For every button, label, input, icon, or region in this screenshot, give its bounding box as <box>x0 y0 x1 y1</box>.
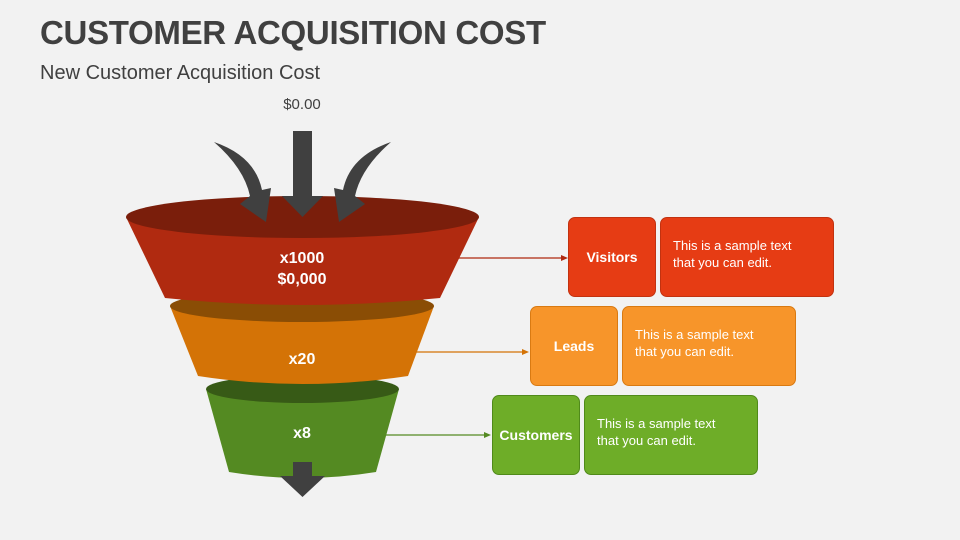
card-leads-label[interactable]: Leads <box>530 306 618 386</box>
description-line: This is a sample text <box>673 238 792 253</box>
description-line: This is a sample text <box>597 416 716 431</box>
card-customers-label[interactable]: Customers <box>492 395 580 475</box>
connector-customers <box>383 432 491 438</box>
stage-customers-multiplier: x8 <box>293 425 311 442</box>
card-leads: Leads This is a sample text that you can … <box>530 306 796 386</box>
description-line: that you can edit. <box>635 344 735 359</box>
description-line: that you can edit. <box>597 433 697 448</box>
input-cost-label: $0.00 <box>283 96 321 113</box>
page-subtitle: New Customer Acquisition Cost <box>40 62 321 84</box>
stage-visitors-values: x1000 $0,000 <box>252 248 352 290</box>
card-visitors-description[interactable]: This is a sample text that you can edit. <box>660 217 834 297</box>
stage-leads-multiplier: x20 <box>288 351 316 368</box>
card-customers-description[interactable]: This is a sample text that you can edit. <box>584 395 758 475</box>
card-customers: Customers This is a sample text that you … <box>492 395 758 475</box>
card-visitors-label[interactable]: Visitors <box>568 217 656 297</box>
stage-visitors-cost: $0,000 <box>277 271 327 288</box>
card-leads-description[interactable]: This is a sample text that you can edit. <box>622 306 796 386</box>
description-line: This is a sample text <box>635 327 754 342</box>
description-line: that you can edit. <box>673 255 773 270</box>
connector-leads <box>414 349 529 355</box>
page-title: CUSTOMER ACQUISITION COST <box>40 14 546 51</box>
card-visitors: Visitors This is a sample text that you c… <box>568 217 834 297</box>
input-arrows-icon <box>214 131 391 222</box>
stage-visitors-multiplier: x1000 <box>279 250 325 267</box>
connector-visitors <box>458 255 568 261</box>
output-arrow-icon <box>280 462 325 497</box>
